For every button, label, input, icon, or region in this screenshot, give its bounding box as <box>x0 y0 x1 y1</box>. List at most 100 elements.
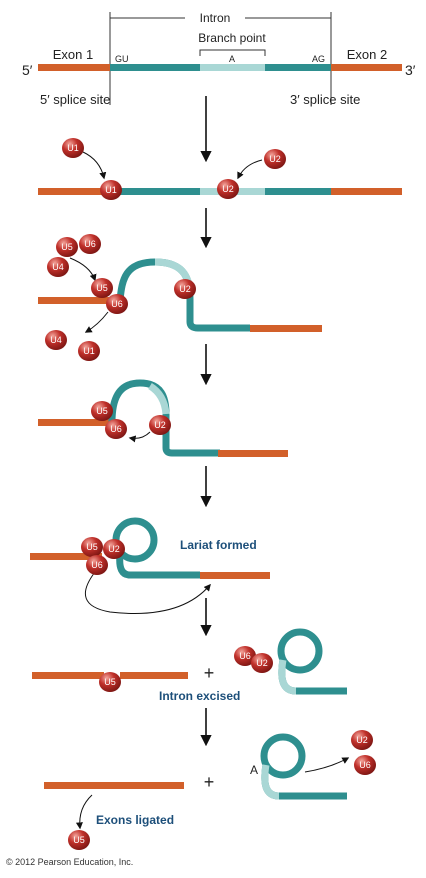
release-arrow <box>75 794 93 830</box>
u4-snrnp: U4 <box>47 257 69 277</box>
svg-text:U1: U1 <box>67 143 79 153</box>
svg-text:U5: U5 <box>96 283 108 293</box>
branch-a-label: A <box>229 54 235 64</box>
release-arrow <box>84 311 109 333</box>
release-arrow <box>304 757 350 773</box>
svg-text:U5: U5 <box>73 835 85 845</box>
svg-text:U6: U6 <box>91 560 103 570</box>
u5-snrnp: U5 <box>91 401 113 421</box>
svg-text:U6: U6 <box>359 760 371 770</box>
gu-label: GU <box>115 54 129 64</box>
exon2 <box>331 64 402 71</box>
exon2 <box>218 450 288 457</box>
svg-text:U1: U1 <box>83 346 95 356</box>
svg-text:U2: U2 <box>356 735 368 745</box>
svg-text:U5: U5 <box>104 677 116 687</box>
u2-snrnp: U2 <box>351 730 373 750</box>
intron-label: Intron <box>200 11 231 25</box>
svg-text:U5: U5 <box>86 542 98 552</box>
ligated-mrna <box>44 782 184 789</box>
u5-snrnp: U5 <box>99 672 121 692</box>
intron-segment <box>110 64 200 71</box>
u5-snrnp: U5 <box>81 537 103 557</box>
svg-text:U6: U6 <box>111 299 123 309</box>
intron-excised-label: Intron excised <box>159 689 240 703</box>
branch-region <box>278 659 297 695</box>
lariat-loop <box>260 733 306 779</box>
svg-text:U2: U2 <box>108 544 120 554</box>
svg-text:U2: U2 <box>269 154 281 164</box>
five-splice-site-label: 5′ splice site <box>40 92 110 107</box>
tri-snrnp-panel: U5 U6 U4 U5 U6 U2 U4 U1 <box>38 234 322 361</box>
svg-text:U6: U6 <box>84 239 96 249</box>
svg-text:U4: U4 <box>50 335 62 345</box>
three-splice-site-label: 3′ splice site <box>290 92 360 107</box>
u2-snrnp: U2 <box>251 653 273 673</box>
lariat-panel: Lariat formed U5 U2 U6 <box>30 517 270 614</box>
svg-text:U6: U6 <box>239 651 251 661</box>
u6-snrnp: U6 <box>354 755 376 775</box>
intron-segment <box>265 188 331 195</box>
u1-snrnp: U1 <box>78 341 100 361</box>
u1-snrnp: U1 <box>62 138 84 158</box>
u6-snrnp: U6 <box>106 294 128 314</box>
intron-tail <box>116 554 200 579</box>
binding-arrow <box>237 159 263 180</box>
u5-snrnp: U5 <box>68 830 90 850</box>
svg-text:U2: U2 <box>256 658 268 668</box>
u2-snrnp: U2 <box>103 539 125 559</box>
exons-ligated-panel: + A U2 U6 U5 Exons ligated <box>44 730 376 850</box>
exon1 <box>38 64 110 71</box>
u5-snrnp: U5 <box>56 237 78 257</box>
five-prime-end: 5′ <box>22 62 33 78</box>
exon1 <box>38 297 110 304</box>
u5-snrnp: U5 <box>91 278 113 298</box>
svg-text:U5: U5 <box>96 406 108 416</box>
u6-snrnp: U6 <box>79 234 101 254</box>
exon1 <box>32 672 104 679</box>
exon2 <box>250 325 322 332</box>
u6-snrnp: U6 <box>86 555 108 575</box>
cleavage-panel: U5 U6 U2 <box>38 379 288 457</box>
intron-segment <box>110 188 200 195</box>
exon2 <box>200 572 270 579</box>
binding-arrow <box>82 151 107 180</box>
ligation-arrow <box>85 571 211 614</box>
lariat-loop <box>277 628 323 674</box>
plus-sign: + <box>204 663 215 683</box>
branch-region <box>261 764 280 800</box>
exon1 <box>38 188 110 195</box>
lariat-a-label: A <box>250 763 258 777</box>
three-prime-end: 3′ <box>405 62 416 78</box>
branch-point-label: Branch point <box>198 31 266 45</box>
intron-excised-panel: U5 + U6 U2 Intron excised <box>32 628 347 703</box>
svg-text:U2: U2 <box>222 184 234 194</box>
u2-snrnp: U2 <box>264 149 286 169</box>
exon2-label: Exon 2 <box>347 47 387 62</box>
exon2 <box>331 188 402 195</box>
exon1 <box>30 553 102 560</box>
exon1 <box>38 419 110 426</box>
u4-snrnp: U4 <box>45 330 67 350</box>
intron-segment <box>265 64 331 71</box>
svg-text:U2: U2 <box>179 284 191 294</box>
binding-arrow <box>69 257 97 282</box>
u6-snrnp: U6 <box>234 646 256 666</box>
copyright-notice: © 2012 Pearson Education, Inc. <box>6 857 134 867</box>
ag-label: AG <box>312 54 325 64</box>
u1-snrnp: U1 <box>100 180 122 200</box>
branch-region <box>200 64 265 71</box>
branch-region <box>148 382 170 415</box>
exon1-label: Exon 1 <box>53 47 93 62</box>
u2-snrnp: U2 <box>217 179 239 199</box>
exons-ligated-label: Exons ligated <box>96 813 174 827</box>
u6-snrnp: U6 <box>105 419 127 439</box>
excised-intron-tail <box>261 764 347 800</box>
exon2 <box>120 672 188 679</box>
svg-text:U5: U5 <box>61 242 73 252</box>
svg-text:U6: U6 <box>110 424 122 434</box>
u1-u2-binding-panel: U1 U2 U1 U2 <box>38 138 402 200</box>
plus-sign: + <box>204 772 215 792</box>
attack-arrow <box>128 431 151 443</box>
